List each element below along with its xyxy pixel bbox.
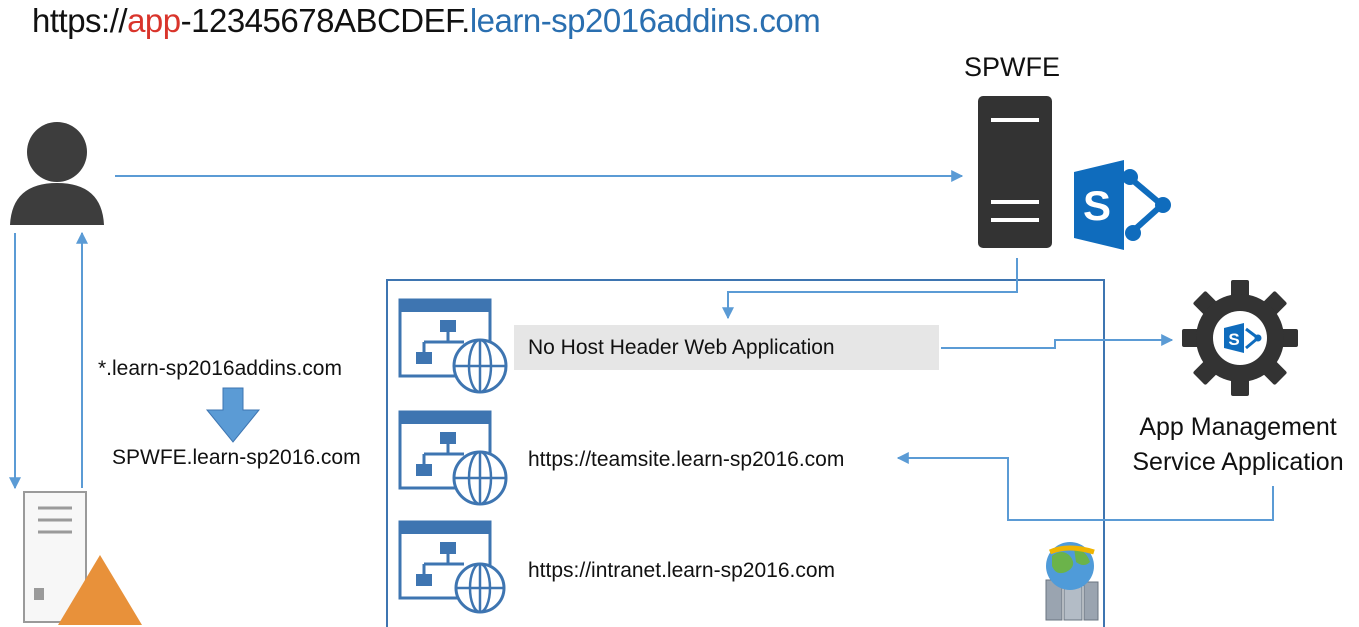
dns-resolved-label: SPWFE.learn-sp2016.com — [112, 446, 361, 469]
sharepoint-logo-icon: S — [1074, 160, 1171, 250]
resolve-down-arrow — [205, 387, 261, 443]
service-label: App Management Service Application — [1125, 410, 1351, 480]
url-id-part: -12345678ABCDEF. — [180, 2, 471, 39]
web-application-icon — [398, 298, 508, 394]
globe-icon — [454, 562, 506, 614]
web-applications-frame — [386, 279, 1105, 627]
webapp-label-intranet: https://intranet.learn-sp2016.com — [528, 559, 836, 582]
no-host-header-highlight — [514, 325, 939, 370]
service-label-line2: Service Application — [1132, 448, 1344, 476]
globe-icon — [452, 450, 508, 506]
service-to-teamsite-arrow — [896, 452, 1274, 521]
server-label: SPWFE — [964, 52, 1061, 82]
dns-wildcard-label: *.learn-sp2016addins.com — [98, 357, 342, 380]
url-title: https://app-12345678ABCDEF.learn-sp2016a… — [32, 2, 821, 40]
gear-sharepoint-icon: S — [1182, 280, 1298, 396]
webapp-label-teamsite: https://teamsite.learn-sp2016.com — [528, 448, 845, 471]
server-to-webapp-arrow — [722, 258, 1018, 320]
server-icon — [978, 96, 1052, 248]
iis-server-icon — [1045, 542, 1099, 621]
web-application-icon — [398, 520, 506, 614]
url-app-part: app — [127, 2, 181, 39]
url-prefix: https:// — [32, 2, 128, 39]
webapp-label-no-host-header: No Host Header Web Application — [528, 336, 835, 359]
warning-triangle-icon — [58, 555, 142, 625]
service-label-line1: App Management — [1139, 413, 1337, 441]
url-domain-part: learn-sp2016addins.com — [469, 2, 821, 39]
svg-text:S: S — [1228, 330, 1239, 349]
user-icon — [10, 122, 104, 225]
webapp-to-service-arrow — [941, 334, 1174, 349]
svg-text:S: S — [1083, 182, 1111, 229]
web-application-icon — [398, 410, 508, 506]
globe-icon — [452, 338, 508, 394]
